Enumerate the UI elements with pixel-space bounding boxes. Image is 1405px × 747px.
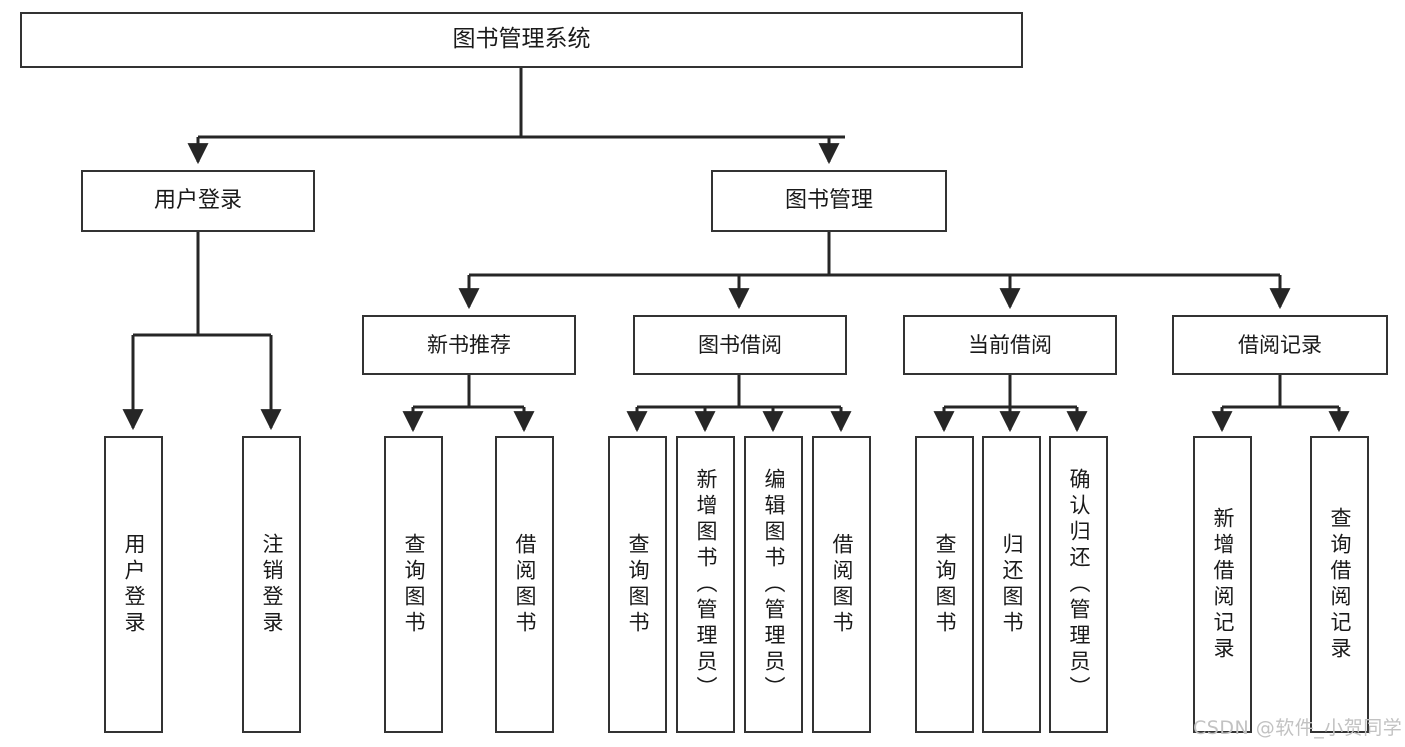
- leaf-query-book-3-label: 查询图书: [933, 532, 957, 637]
- leaf-user-login[interactable]: 用户登录: [104, 436, 163, 733]
- leaf-borrow-book-1-label: 借阅图书: [513, 532, 537, 637]
- leaf-user-logout-label: 注销登录: [260, 532, 284, 637]
- node-new-book-rec[interactable]: 新书推荐: [362, 315, 576, 375]
- leaf-user-login-label: 用户登录: [122, 532, 146, 637]
- node-book-borrow[interactable]: 图书借阅: [633, 315, 847, 375]
- node-current-borrow[interactable]: 当前借阅: [903, 315, 1117, 375]
- leaf-query-book-1[interactable]: 查询图书: [384, 436, 443, 733]
- node-new-book-rec-label: 新书推荐: [427, 332, 511, 357]
- node-borrow-record[interactable]: 借阅记录: [1172, 315, 1388, 375]
- node-user-login[interactable]: 用户登录: [81, 170, 315, 232]
- leaf-query-record[interactable]: 查询借阅记录: [1310, 436, 1369, 733]
- leaf-borrow-book-2[interactable]: 借阅图书: [812, 436, 871, 733]
- leaf-add-record[interactable]: 新增借阅记录: [1193, 436, 1252, 733]
- leaf-borrow-book-1[interactable]: 借阅图书: [495, 436, 554, 733]
- node-book-manage[interactable]: 图书管理: [711, 170, 947, 232]
- leaf-query-book-2[interactable]: 查询图书: [608, 436, 667, 733]
- node-user-login-label: 用户登录: [153, 188, 242, 214]
- leaf-query-book-1-label: 查询图书: [402, 532, 426, 637]
- node-root-label: 图书管理系统: [452, 26, 591, 53]
- leaf-user-logout[interactable]: 注销登录: [242, 436, 301, 733]
- node-book-borrow-label: 图书借阅: [698, 332, 782, 357]
- leaf-borrow-book-2-label: 借阅图书: [830, 532, 854, 637]
- leaf-add-record-label: 新增借阅记录: [1211, 506, 1235, 663]
- leaf-add-book-label: 新增图书（管理员）: [694, 467, 718, 702]
- leaf-return-book-label: 归还图书: [1000, 532, 1024, 637]
- leaf-confirm-return-label: 确认归还（管理员）: [1067, 467, 1091, 702]
- csdn-watermark: CSDN @软件_小贺同学: [1193, 717, 1403, 739]
- node-current-borrow-label: 当前借阅: [968, 332, 1052, 357]
- leaf-edit-book-label: 编辑图书（管理员）: [762, 467, 786, 702]
- leaf-confirm-return[interactable]: 确认归还（管理员）: [1049, 436, 1108, 733]
- node-book-manage-label: 图书管理: [784, 188, 873, 214]
- leaf-query-book-3[interactable]: 查询图书: [915, 436, 974, 733]
- leaf-add-book[interactable]: 新增图书（管理员）: [676, 436, 735, 733]
- leaf-query-record-label: 查询借阅记录: [1328, 506, 1352, 663]
- leaf-return-book[interactable]: 归还图书: [982, 436, 1041, 733]
- node-root[interactable]: 图书管理系统: [20, 12, 1023, 68]
- node-borrow-record-label: 借阅记录: [1238, 332, 1322, 357]
- leaf-edit-book[interactable]: 编辑图书（管理员）: [744, 436, 803, 733]
- leaf-query-book-2-label: 查询图书: [626, 532, 650, 637]
